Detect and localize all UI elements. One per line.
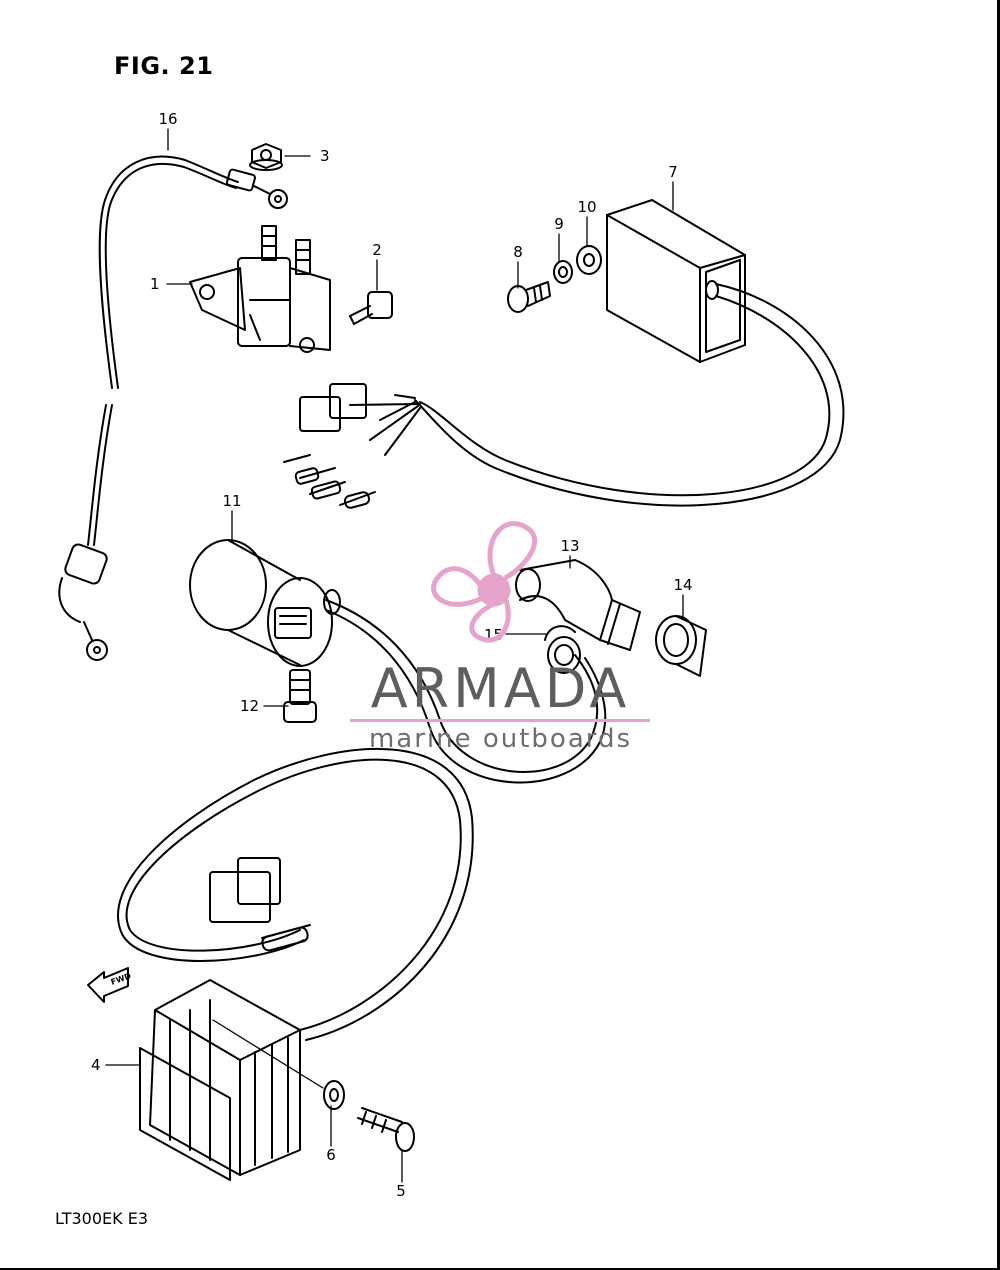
- leader-lines: [105, 128, 684, 1183]
- battery-cable-part: [58, 155, 288, 661]
- callout-11: 11: [222, 492, 241, 510]
- model-code: LT300EK E3: [55, 1209, 148, 1228]
- watermark-tagline: marine outboards: [368, 724, 633, 754]
- page-border-bottom: [0, 1268, 1000, 1270]
- callout-10: 10: [577, 198, 596, 216]
- callout-14: 14: [673, 576, 692, 594]
- ignition-coil-part: [189, 539, 607, 784]
- flange-nut-part: [249, 143, 283, 171]
- page-border-right: [997, 0, 1000, 1268]
- watermark-divider: [350, 719, 650, 722]
- regulator-bolt-part: [357, 1107, 415, 1152]
- callout-12: 12: [240, 697, 259, 715]
- spark-plug-cap-part: [515, 559, 641, 651]
- starter-relay-part: [189, 225, 331, 353]
- callout-4: 4: [91, 1056, 101, 1074]
- propeller-icon: [431, 521, 538, 643]
- cdi-screw-part: [507, 281, 551, 313]
- plug-cover-part: [655, 615, 707, 677]
- lock-washer-part: [553, 260, 573, 284]
- callout-8: 8: [513, 243, 523, 261]
- relay-bolt-part: [349, 291, 393, 325]
- watermark-brand-name: ARMADA: [370, 657, 631, 720]
- callout-7: 7: [668, 163, 678, 181]
- cdi-unit-part: [283, 199, 845, 509]
- callout-16: 16: [158, 110, 177, 128]
- callout-2: 2: [372, 241, 382, 259]
- callout-9: 9: [554, 215, 564, 233]
- callout-3: 3: [320, 147, 330, 165]
- callout-5: 5: [396, 1182, 406, 1200]
- forward-arrow-icon: [87, 967, 129, 1003]
- coil-bolt-part: [283, 669, 317, 723]
- callout-13: 13: [560, 537, 579, 555]
- regulator-washer-part: [323, 1080, 345, 1110]
- rubber-seal-part: [544, 625, 581, 674]
- callout-labels: 16 3 1 2 7 8 9 10 11 12 13 14 15 4 6 5: [91, 110, 693, 1200]
- callout-6: 6: [326, 1146, 336, 1164]
- flat-washer-part: [576, 245, 602, 275]
- figure-title: FIG. 21: [114, 52, 214, 80]
- callout-1: 1: [150, 275, 160, 293]
- regulator-rectifier-part: [116, 747, 474, 1181]
